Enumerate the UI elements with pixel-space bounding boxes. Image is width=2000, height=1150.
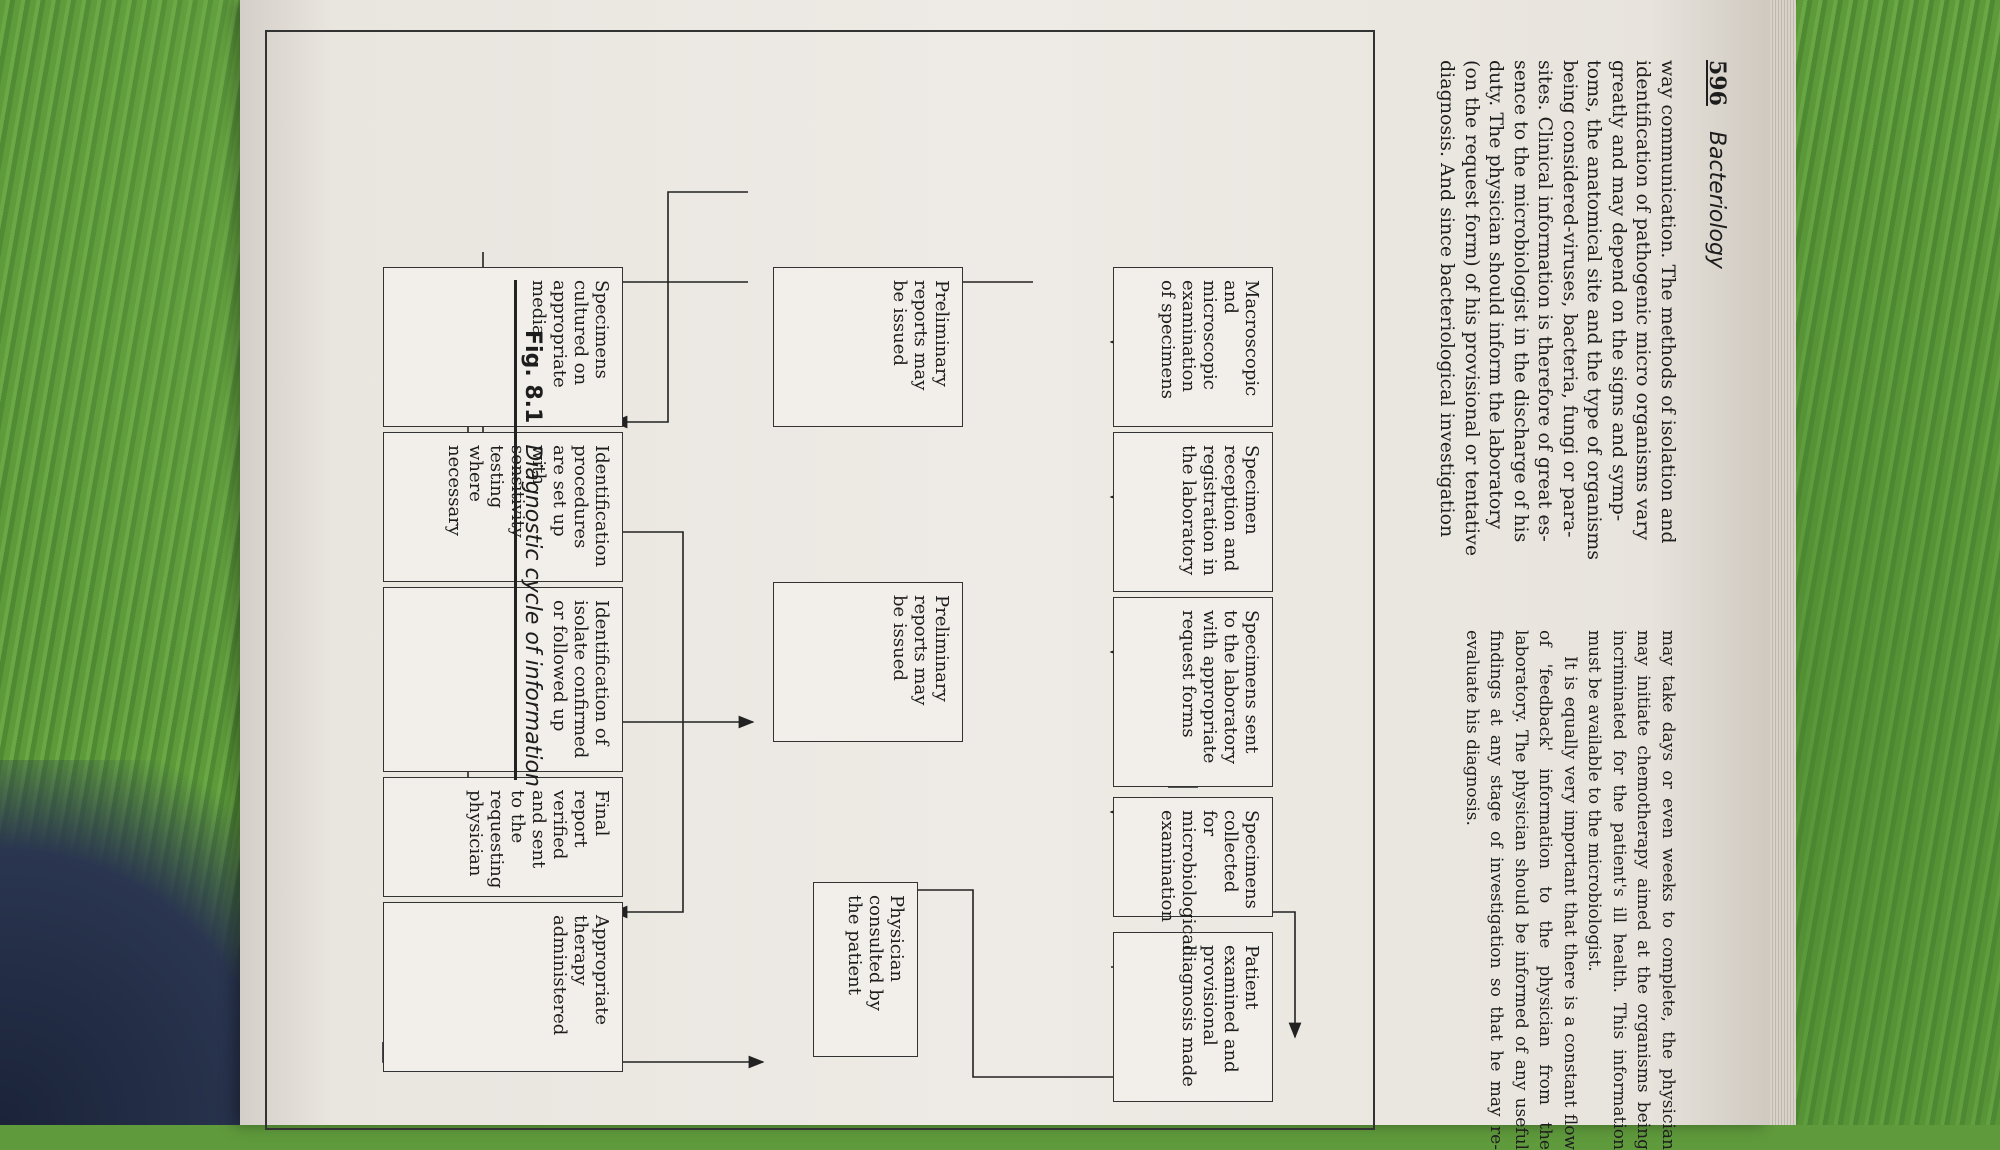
running-header: 596 Bacteriology [1704, 60, 1730, 269]
left-column-text: way communication. The methods of isolat… [1435, 60, 1680, 605]
figure-caption: Fig. 8.1 Diagnostic cycle of information [514, 280, 545, 787]
specimens-sent-box: Specimens sent to the laboratory with ap… [1113, 597, 1273, 787]
rotated-page-content: 596 Bacteriology way communication. The … [240, 0, 1770, 1150]
identification-procedures-box: Identification procedures are set up wit… [383, 432, 623, 582]
right-paragraph-1: may take days or even weeks to complete,… [1584, 630, 1679, 1150]
figure-title: Diagnostic cycle of information [520, 444, 545, 787]
page-edges [1770, 0, 1796, 1125]
page-number: 596 [1704, 60, 1730, 106]
caption-rule [514, 280, 517, 780]
physician-box: Physician consulted by the patient [813, 882, 918, 1057]
left-line: greatly and may depend on the signs and … [1608, 60, 1630, 522]
left-line: toms, the anatomical site and the type o… [1583, 60, 1606, 561]
section-title: Bacteriology [1704, 130, 1729, 269]
left-line: being considered-viruses, bacteria, fung… [1559, 60, 1581, 538]
left-line: way communication. The methods of isolat… [1657, 60, 1679, 544]
left-line: diagnosis. And since bacteriological inv… [1436, 60, 1459, 538]
left-line: (on the request form) of his provisional… [1461, 60, 1483, 557]
diagram-frame: Physician consulted by the patient Patie… [265, 30, 1375, 1130]
identification-isolate-box: Identification of isolate confirmed or f… [383, 587, 623, 772]
preliminary-reports-upper-box: Preliminary reports may be issued [773, 582, 963, 742]
final-report-box: Final report verified and sent to the re… [383, 777, 623, 897]
left-line: sence to the microbiologist in the disch… [1510, 60, 1532, 543]
left-line: sites. Clinical information is therefore… [1534, 60, 1557, 542]
left-line: identification of pathogenic micro organ… [1632, 60, 1655, 541]
left-line: duty. The physician should inform the la… [1485, 60, 1508, 530]
specimens-collected-box: Specimens collected for microbiological … [1113, 797, 1273, 951]
figure-label: Fig. 8.1 [520, 330, 545, 424]
preliminary-reports-lower-box: Preliminary reports may be issued [773, 267, 963, 427]
macroscopic-box: Macroscopic and microscopic examination … [1113, 267, 1273, 427]
right-column-text: may take days or even weeks to complete,… [1460, 630, 1681, 1150]
specimen-reception-box: Specimen reception and registration in t… [1113, 432, 1273, 592]
specimens-cultured-box: Specimens cultured on appropriate media [383, 267, 623, 427]
therapy-box: Appropriate therapy administered [383, 902, 623, 1072]
patient-examined-box: Patient examined and provisional diagnos… [1113, 932, 1273, 1102]
right-paragraph-2: It is equally very important that there … [1462, 630, 1580, 1150]
